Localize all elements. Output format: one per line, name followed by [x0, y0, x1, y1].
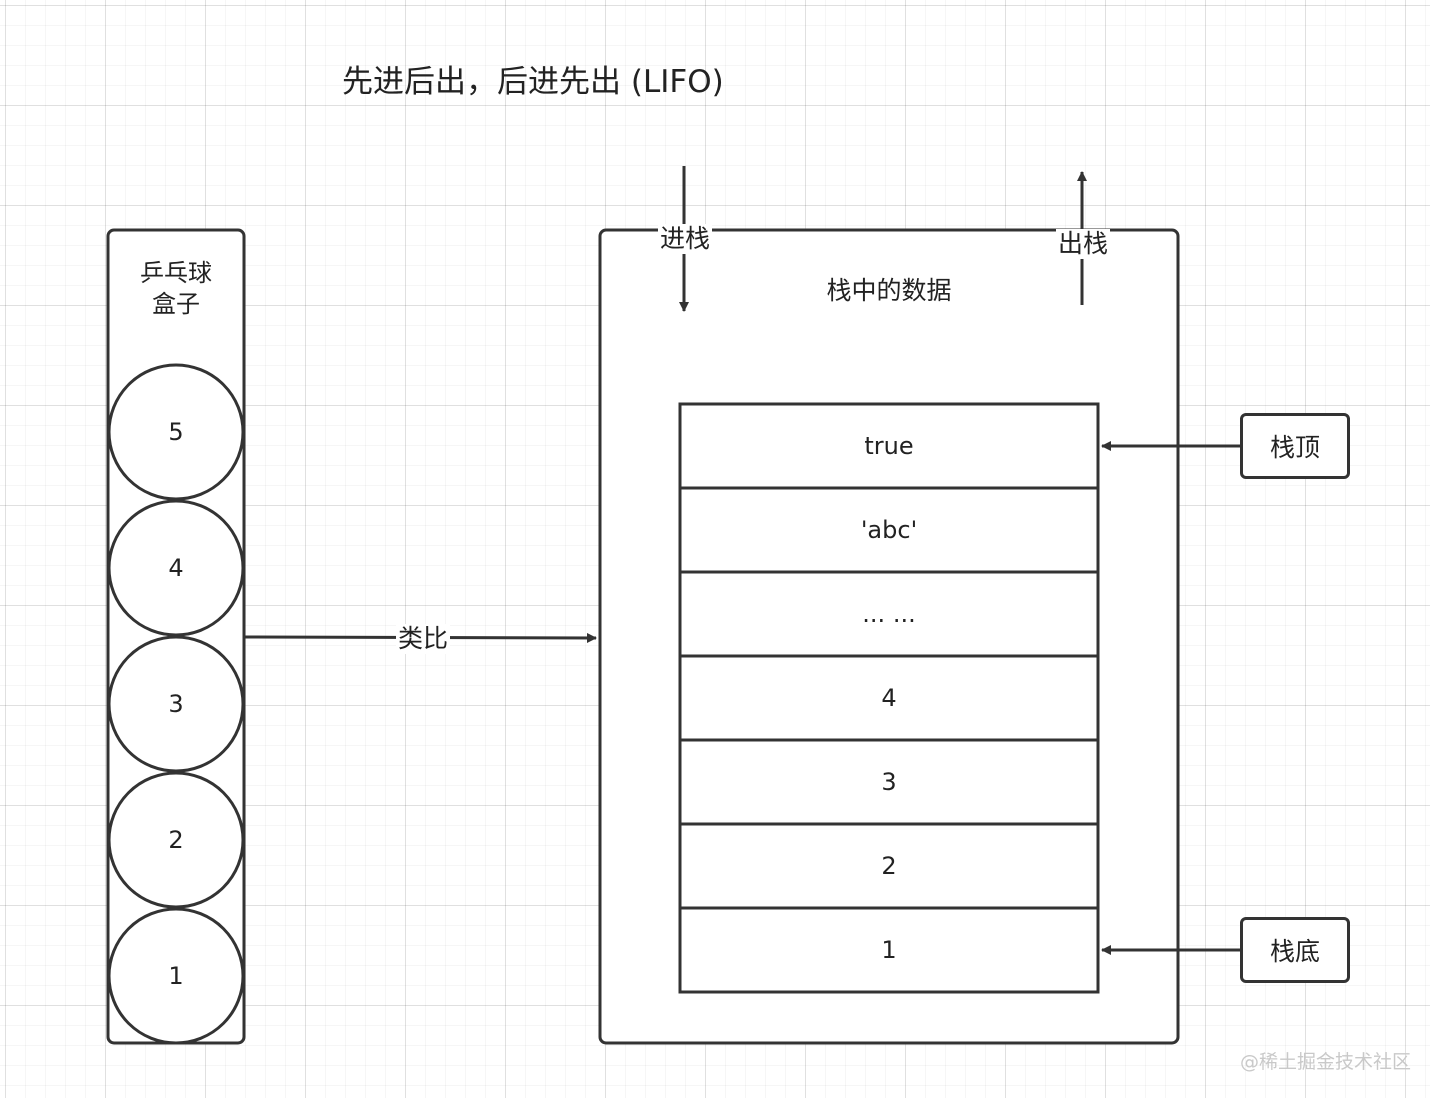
stack-cell-3: 4 [881, 684, 897, 712]
watermark: @稀土掘金技术社区 [1240, 1051, 1412, 1073]
stack-cell-2: ... ... [862, 600, 916, 628]
stack-cell-6: 1 [881, 936, 897, 964]
ball-label-1: 1 [168, 962, 184, 990]
ball-3 [107, 635, 245, 773]
stack-cells-frame [678, 402, 1100, 994]
stack-top-label: 栈顶 [1269, 433, 1320, 462]
ball-label-5: 5 [168, 418, 184, 446]
page-title: 先进后出，后进先出 (LIFO) [342, 64, 724, 100]
ball-label-4: 4 [168, 554, 184, 582]
ball-5 [107, 363, 245, 501]
stack-title: 栈中的数据 [826, 276, 952, 305]
stack-cell-4: 3 [881, 768, 897, 796]
pop-label: 出栈 [1056, 229, 1111, 259]
stack-bottom-box: 栈底 [1240, 917, 1350, 983]
analogy-label: 类比 [396, 624, 451, 654]
ball-1 [107, 907, 245, 1045]
push-label: 进栈 [658, 224, 713, 254]
stack-bottom-label: 栈底 [1269, 937, 1320, 966]
stack-cell-5: 2 [881, 852, 897, 880]
stack-cell-0: true [864, 432, 914, 460]
stack-cell-1: 'abc' [860, 516, 918, 544]
ball-4 [107, 499, 245, 637]
ball-2 [107, 771, 245, 909]
ball-label-3: 3 [168, 690, 184, 718]
stack-top-box: 栈顶 [1240, 413, 1350, 479]
pingpong-box-title: 乒乓球 盒子 [140, 259, 212, 318]
ball-label-2: 2 [168, 826, 184, 854]
